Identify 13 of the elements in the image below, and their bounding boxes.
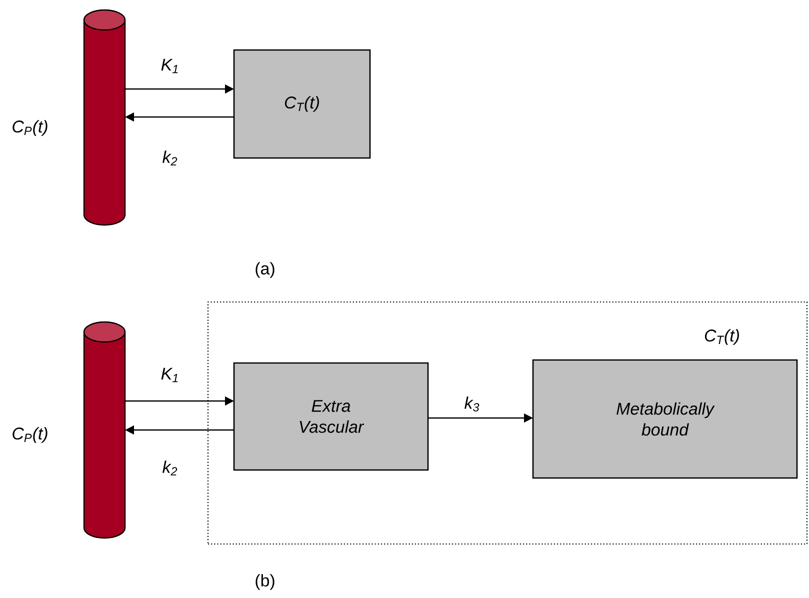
rate-constant-label: K$_{1}$ [161,58,178,74]
compartment-box: Extra Vascular [233,362,429,471]
panel-label: (b) [256,574,274,590]
panel-label: (a) [256,262,274,278]
concentration-label: C$_{P}$(t) [12,120,48,136]
concentration-label: C$_{P}$(t) [12,427,48,443]
rate-constant-label: K$_{1}$ [161,368,178,382]
compartment-box: C$_{T}$(t) [233,49,371,159]
frame-heading: C$_{T}$(t) [704,329,739,345]
rate-constant-label: k$_{2}$ [162,150,178,166]
rate-constant-label: k$_{2}$ [162,460,178,476]
rate-constant-label: k$_{3}$ [464,396,480,412]
compartment-box: Metabolically bound [532,359,798,479]
